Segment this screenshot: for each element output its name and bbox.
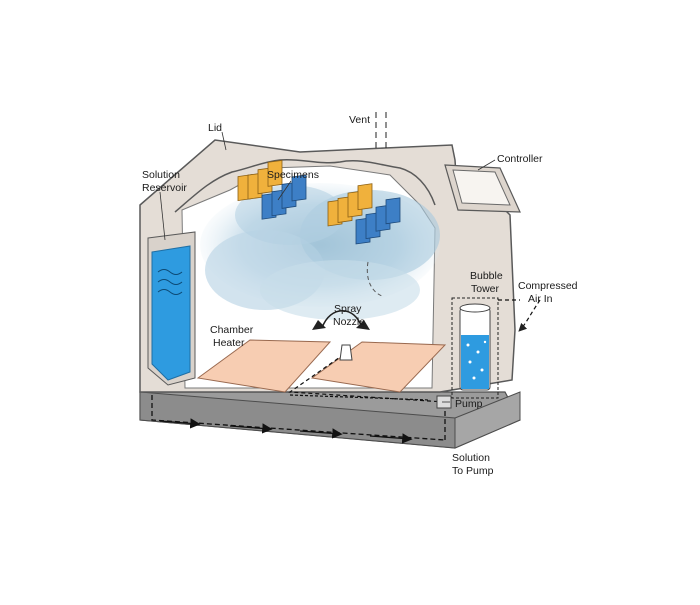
label-controller: Controller <box>497 153 543 165</box>
spray-nozzle <box>312 310 370 361</box>
specimens-right-group <box>327 183 401 245</box>
label-spray-nozzle-line1: Spray <box>334 303 362 315</box>
vent <box>366 112 387 297</box>
label-compressed-air-line1: Compressed <box>518 280 578 292</box>
controller-display <box>452 169 511 206</box>
label-solution-reservoir-line1: Solution <box>142 169 180 181</box>
solution-reservoir <box>147 231 196 386</box>
bubble-tower <box>451 297 499 399</box>
compressed-air-line <box>498 299 541 332</box>
label-chamber-heater-line1: Chamber <box>210 324 254 336</box>
salt-fog-cloud <box>200 183 440 320</box>
base-platform <box>139 391 521 449</box>
solution-line <box>151 354 446 444</box>
label-compressed-air-line2: Air In <box>528 293 553 305</box>
label-lid: Lid <box>208 122 223 134</box>
specimens-left-group <box>237 159 307 220</box>
label-chamber-heater-line2: Heater <box>213 337 245 349</box>
label-vent: Vent <box>349 114 371 126</box>
label-solution-reservoir-line2: Reservoir <box>142 182 187 194</box>
label-spray-nozzle-line2: Nozzle <box>333 316 366 328</box>
label-solution-to-pump-line2: To Pump <box>452 465 494 477</box>
label-solution-to-pump-line1: Solution <box>452 452 490 464</box>
label-bubble-tower-line1: Bubble <box>470 270 503 282</box>
label-specimens: Specimens <box>267 169 319 181</box>
label-bubble-tower-line2: Tower <box>471 283 500 295</box>
label-pump: Pump <box>455 398 483 410</box>
leader-lines <box>159 131 496 403</box>
